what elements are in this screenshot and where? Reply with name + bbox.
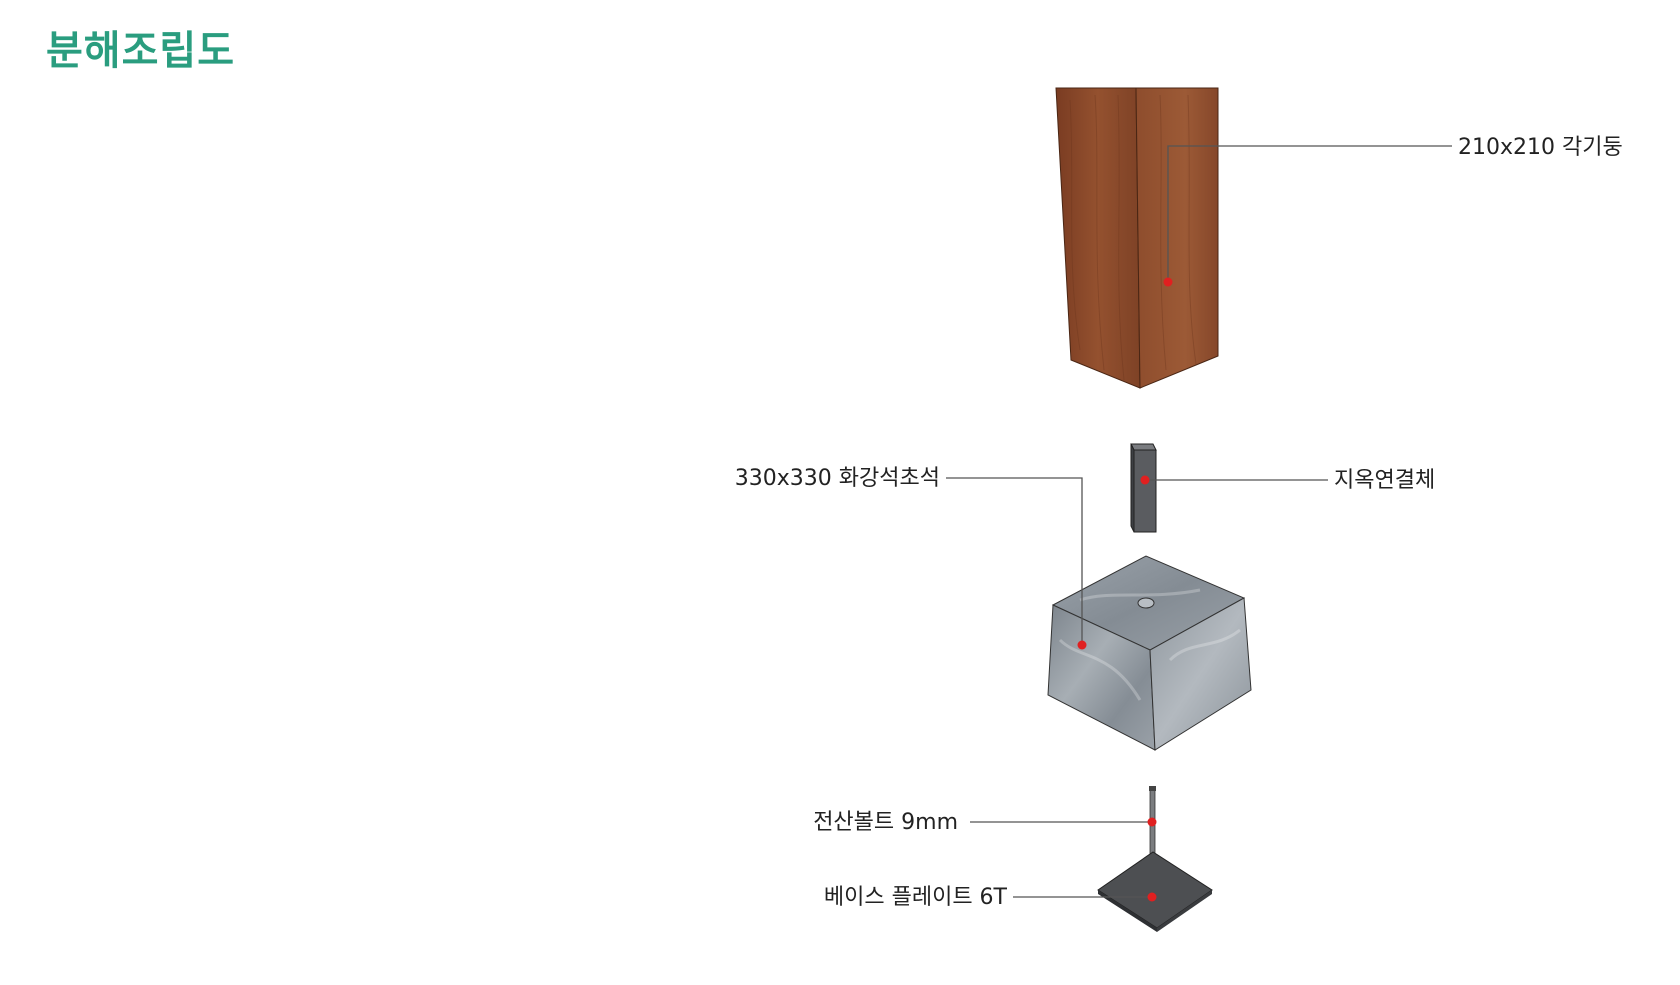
marker-bolt — [1147, 817, 1157, 827]
label-connector: 지옥연결체 — [1334, 468, 1435, 493]
marker-base-stone — [1077, 640, 1087, 650]
connector — [1130, 443, 1157, 533]
label-post: 210x210 각기둥 — [1458, 135, 1623, 160]
granite-base-stone — [1047, 555, 1252, 751]
bolt-hole — [1137, 597, 1155, 609]
marker-base-plate — [1147, 892, 1157, 902]
stone-right-face — [1149, 597, 1252, 751]
label-base-stone: 330x330 화강석초석 — [735, 466, 940, 491]
label-base-plate: 베이스 플레이트 6T — [824, 885, 1008, 910]
wooden-post — [1055, 87, 1219, 389]
marker-post — [1163, 277, 1173, 287]
base-plate — [1097, 851, 1213, 932]
post-left-face — [1055, 87, 1141, 389]
leader-line-post — [1167, 145, 1452, 282]
marker-connector — [1140, 475, 1150, 485]
leader-line-base-stone — [946, 477, 1083, 645]
label-bolt: 전산볼트 9mm — [813, 810, 958, 835]
post-right-face — [1135, 87, 1219, 389]
page-title: 분해조립도 — [46, 28, 235, 74]
